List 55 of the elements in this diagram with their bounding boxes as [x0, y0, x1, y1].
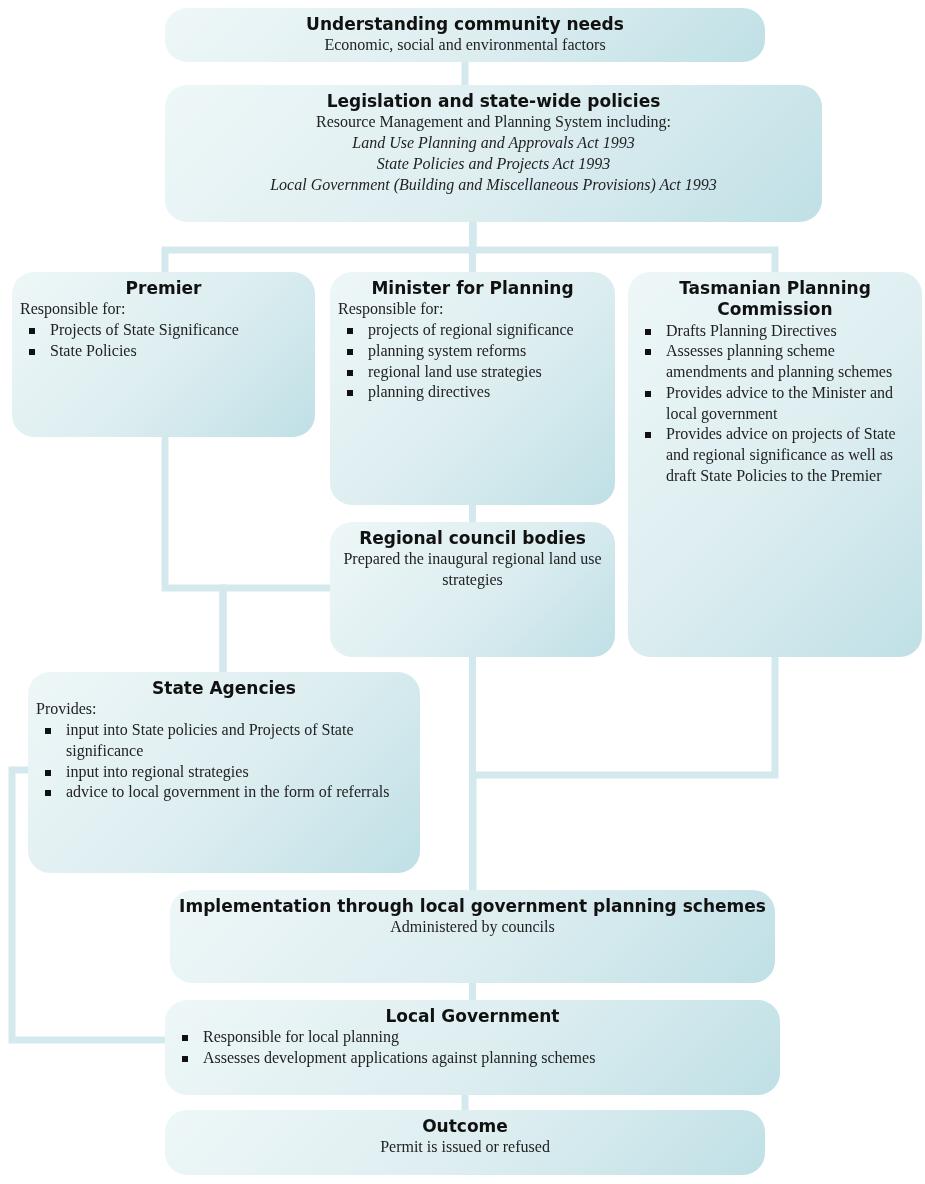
connector-line: [469, 505, 476, 522]
process-box: [28, 672, 420, 873]
connector-line: [469, 657, 779, 890]
bullet-item: State Policies: [50, 340, 138, 361]
box-text: Local Government (Building and Miscellaneous Provisions) Act 1993: [269, 174, 718, 196]
box-heading: Outcome: [421, 1116, 509, 1138]
connector-line: [219, 584, 330, 672]
connector-line: [461, 62, 469, 85]
box-text: Provides:: [36, 699, 98, 720]
box-heading: Legislation and state-wide policies: [325, 91, 662, 113]
bullet-item: advice to local government in the form of referrals: [66, 782, 391, 803]
box-heading: State Agencies: [151, 678, 297, 700]
bullet-item: Provides advice to the Minister and local government: [666, 382, 895, 425]
bullet-item: Responsible for local planning: [203, 1027, 400, 1048]
bullet-item: input into regional strategies: [66, 761, 250, 783]
process-box: [628, 272, 922, 657]
box-heading: Tasmanian Planning Commission: [678, 278, 872, 321]
process-box: [165, 1110, 765, 1175]
bullet-item: Drafts Planning Directives: [666, 320, 838, 342]
connector-line: [469, 657, 476, 890]
box-text: Permit is issued or refused: [379, 1137, 551, 1158]
box-heading: Implementation through local government planning schemes: [178, 896, 767, 918]
connector-line: [469, 222, 779, 272]
bullet-item: regional land use strategies: [368, 361, 543, 383]
connector-line: [469, 983, 476, 1000]
box-heading: Regional council bodies: [358, 528, 587, 550]
box-text: Economic, social and environmental factors: [323, 35, 607, 56]
bullet-item: projects of regional significance: [368, 320, 575, 341]
box-heading: Premier: [124, 278, 203, 300]
process-box: [165, 8, 765, 62]
bullet-item: planning directives: [368, 382, 492, 403]
process-box: [330, 522, 615, 657]
bullet-item: Assesses planning scheme amendments and planning schemes: [666, 341, 894, 383]
connector-line: [8, 766, 165, 1044]
box-text: Prepared the inaugural regional land use strategies: [342, 549, 603, 591]
process-box: [170, 890, 775, 983]
box-heading: Minister for Planning: [370, 278, 575, 300]
connector-line: [469, 222, 476, 272]
process-box: [330, 272, 615, 505]
box-text: Administered by councils: [389, 917, 556, 938]
process-box: [165, 85, 822, 222]
box-heading: Local Government: [384, 1006, 561, 1028]
process-box: [12, 272, 315, 437]
box-text: Responsible for:: [338, 299, 445, 320]
bullet-item: Provides advice on projects of State and regional significance as well as draft State Policies to the Premier: [666, 424, 897, 487]
bullet-item: Projects of State Significance: [50, 320, 240, 341]
connector-line: [461, 1095, 469, 1110]
box-text: Land Use Planning and Approvals Act 1993: [351, 133, 636, 154]
box-text: Resource Management and Planning System including:: [314, 112, 672, 133]
bullet-item: Assesses development applications against planning schemes: [203, 1048, 597, 1069]
bullet-item: planning system reforms: [368, 340, 528, 362]
process-box: [165, 1000, 780, 1095]
box-heading: Understanding community needs: [305, 14, 625, 36]
box-text: State Policies and Projects Act 1993: [375, 153, 612, 175]
box-text: Responsible for:: [20, 299, 127, 320]
